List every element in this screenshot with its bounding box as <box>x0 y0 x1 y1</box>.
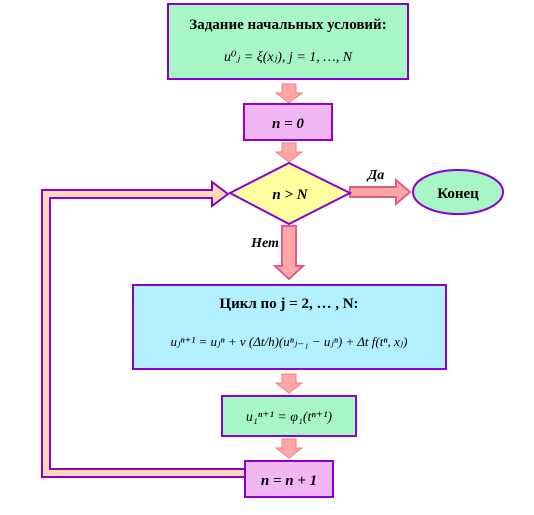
arrow-yes-branch <box>349 177 412 207</box>
loop-back-arrow <box>41 180 249 478</box>
init-box <box>167 3 409 80</box>
decision-diamond <box>227 161 353 226</box>
increment-box <box>244 460 334 498</box>
end-oval <box>412 169 504 215</box>
boundary-box <box>221 395 357 437</box>
init-formula: u⁰ⱼ = ξ(xⱼ), j = 1, …, N <box>224 50 353 65</box>
arrow-n0-to-decision <box>274 142 304 163</box>
increment-label: n = n + 1 <box>261 473 317 489</box>
arrow-no-branch <box>272 225 306 281</box>
init-title: Задание начальных условий: <box>189 17 386 33</box>
arrow-boundary-to-increment <box>274 438 304 459</box>
loop-box <box>132 284 447 370</box>
set-n-label: n = 0 <box>272 116 304 132</box>
boundary-formula: u₁ⁿ⁺¹ = φ₁(tⁿ⁺¹) <box>246 410 332 425</box>
arrow-loop-to-boundary <box>274 373 304 394</box>
end-label: Конец <box>437 186 479 202</box>
loop-title: Цикл по j = 2, … , N: <box>219 296 358 312</box>
decision-label: n > N <box>272 187 308 203</box>
yes-label: Да <box>366 168 385 183</box>
arrow-init-to-n0 <box>274 83 304 104</box>
loop-formula: uⱼⁿ⁺¹ = uⱼⁿ + ν (Δt/h)(uⁿⱼ₋₁ − uⱼⁿ) + Δt… <box>171 334 408 349</box>
no-label: Нет <box>250 236 279 251</box>
set-n-box <box>243 103 333 141</box>
